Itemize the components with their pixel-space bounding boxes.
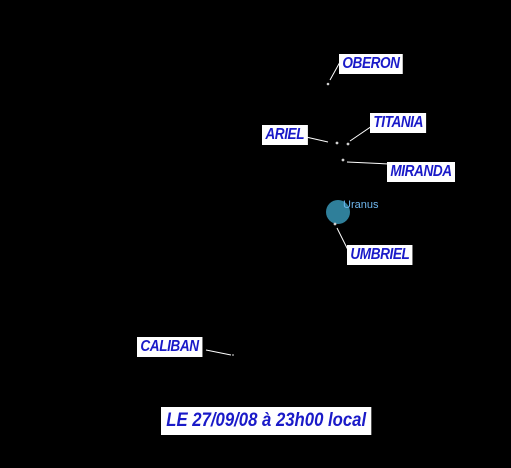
caliban-dot [232, 354, 234, 356]
miranda-pointer [346, 161, 390, 165]
titania-dot [346, 142, 350, 146]
oberon-pointer [329, 61, 341, 81]
caliban-pointer [205, 349, 232, 356]
uranus-disk [326, 200, 350, 224]
label-titania: TITANIA [370, 113, 427, 133]
label-miranda: MIRANDA [387, 162, 456, 182]
ariel-dot [335, 141, 339, 145]
label-ariel: ARIEL [262, 125, 308, 145]
oberon-dot [326, 82, 330, 86]
umbriel-dot [333, 222, 337, 226]
titania-pointer [349, 125, 373, 142]
date-caption: LE 27/09/08 à 23h00 local [161, 407, 372, 435]
label-oberon: OBERON [339, 54, 403, 74]
miranda-dot [341, 158, 345, 162]
label-caliban: CALIBAN [137, 337, 203, 357]
label-umbriel: UMBRIEL [347, 245, 413, 265]
ariel-pointer [305, 136, 329, 143]
uranus-label: Uranus [343, 199, 379, 211]
